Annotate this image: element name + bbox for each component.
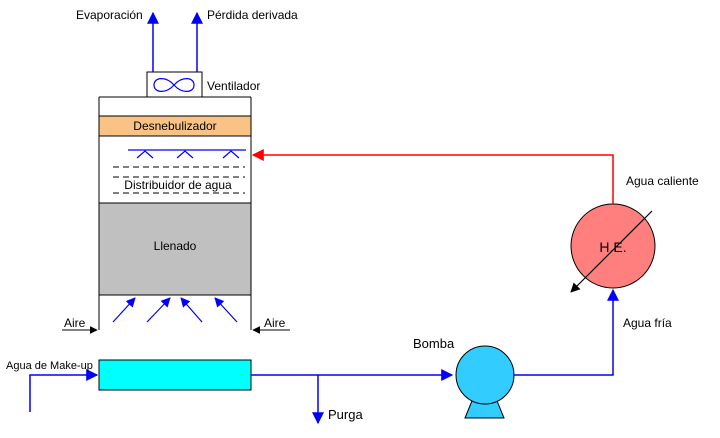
fan-label: Ventilador <box>207 79 260 93</box>
drift-eliminator-label: Desnebulizador <box>133 119 216 133</box>
basin <box>98 359 252 391</box>
air-right-label: Aire <box>264 316 286 330</box>
drift-eliminator <box>98 115 252 137</box>
fan <box>146 71 203 98</box>
makeup-water-label: Agua de Make-up <box>6 360 93 372</box>
distributor-dashes <box>113 166 245 194</box>
purge-label: Purga <box>328 407 363 422</box>
drift-loss-label: Pérdida derivada <box>207 8 298 22</box>
cold-water-label: Agua fría <box>623 316 672 330</box>
air-flow-arrows <box>112 297 238 323</box>
spray-header <box>128 149 246 159</box>
pump <box>455 345 515 419</box>
pump-casing <box>455 345 515 405</box>
hot-water-line <box>251 149 614 204</box>
heat-exchanger-diagonal-arrow <box>570 210 653 293</box>
hot-water-label: Agua caliente <box>626 174 699 188</box>
fill-label: Llenado <box>154 239 197 253</box>
pump-label: Bomba <box>413 336 455 351</box>
evaporation-label: Evaporación <box>76 8 143 22</box>
fill-media <box>98 202 252 296</box>
heat-exchanger-label: H.E. <box>599 239 626 255</box>
pump-discharge-line <box>514 288 619 376</box>
fan-icon <box>153 78 195 92</box>
water-distributor-label: Distribuidor de agua <box>124 178 232 192</box>
makeup-water-line <box>29 369 99 412</box>
air-left-label: Aire <box>64 316 86 330</box>
